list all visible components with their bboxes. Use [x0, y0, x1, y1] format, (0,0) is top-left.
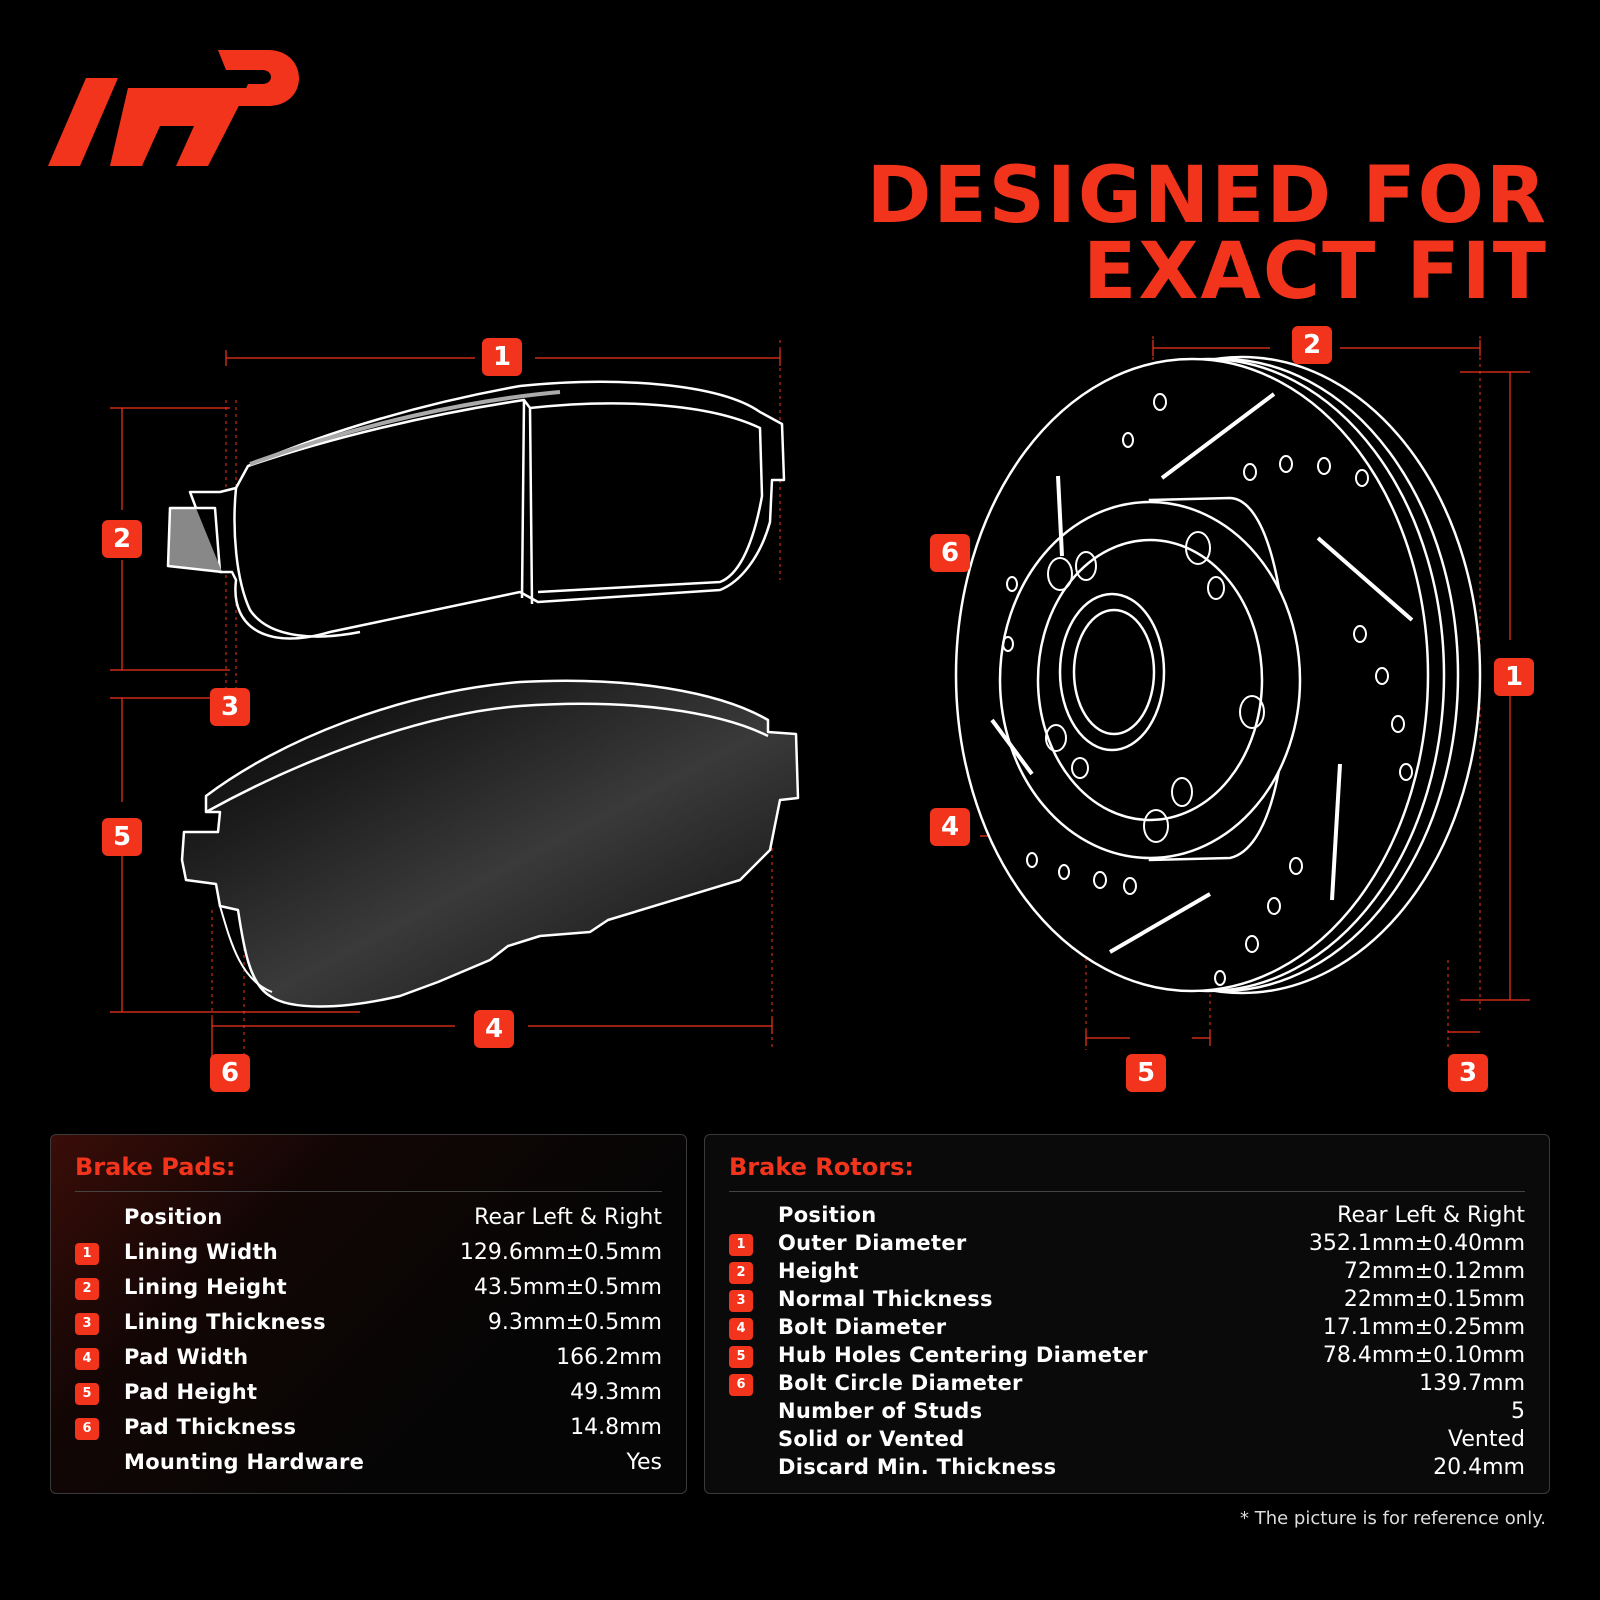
row-number-badge: 4	[75, 1348, 99, 1370]
row-value: Vented	[1448, 1427, 1525, 1452]
table-row: 6 Pad Thickness 14.8mm	[75, 1415, 662, 1445]
callout-badge: 3	[210, 688, 250, 726]
table-row: Mounting Hardware Yes	[75, 1450, 662, 1480]
table-row: 5 Hub Holes Centering Diameter 78.4mm±0.10…	[729, 1343, 1525, 1373]
row-label: Discard Min. Thickness	[778, 1455, 1057, 1479]
table-row: 4 Bolt Diameter 17.1mm±0.25mm	[729, 1315, 1525, 1345]
table-row: Number of Studs 5	[729, 1399, 1525, 1429]
brake-rotors-title: Brake Rotors:	[729, 1153, 914, 1181]
row-label: Hub Holes Centering Diameter	[778, 1343, 1148, 1367]
row-value: Rear Left & Right	[1337, 1203, 1525, 1228]
row-number-badge: 1	[75, 1243, 99, 1265]
row-label: Lining Height	[124, 1275, 287, 1299]
row-value: 78.4mm±0.10mm	[1322, 1343, 1525, 1368]
table-row: 6 Bolt Circle Diameter 139.7mm	[729, 1371, 1525, 1401]
row-value: 166.2mm	[556, 1345, 662, 1370]
table-row: Position Rear Left & Right	[75, 1205, 662, 1235]
row-value: 17.1mm±0.25mm	[1322, 1315, 1525, 1340]
brake-pads-drawing	[110, 340, 800, 1060]
row-number-badge: 3	[729, 1290, 753, 1312]
row-value: Yes	[626, 1450, 662, 1475]
row-number-badge: 5	[729, 1346, 753, 1368]
brake-rotors-panel: Brake Rotors: Position Rear Left & Right 1…	[704, 1134, 1550, 1494]
row-label: Bolt Circle Diameter	[778, 1371, 1023, 1395]
callout-badge: 5	[1126, 1054, 1166, 1092]
row-label: Normal Thickness	[778, 1287, 993, 1311]
row-value: 72mm±0.12mm	[1343, 1259, 1525, 1284]
row-number-badge: 2	[729, 1262, 753, 1284]
headline-line-1: DESIGNED FOR	[866, 151, 1548, 241]
callout-badge: 6	[210, 1054, 250, 1092]
row-label: Number of Studs	[778, 1399, 983, 1423]
row-value: 20.4mm	[1433, 1455, 1525, 1480]
row-number-badge: 5	[75, 1383, 99, 1405]
row-label: Height	[778, 1259, 859, 1283]
row-number-badge: 6	[729, 1374, 753, 1396]
callout-badge: 2	[102, 520, 142, 558]
row-number-badge: 3	[75, 1313, 99, 1335]
row-label: Mounting Hardware	[124, 1450, 365, 1474]
brand-logo	[48, 50, 300, 166]
headline-line-2: EXACT FIT	[1083, 227, 1548, 317]
row-number-badge: 2	[75, 1278, 99, 1300]
row-label: Position	[778, 1203, 877, 1227]
footnote: * The picture is for reference only.	[1240, 1508, 1546, 1529]
table-row: Discard Min. Thickness 20.4mm	[729, 1455, 1525, 1485]
callout-badge: 5	[102, 818, 142, 856]
divider	[75, 1191, 662, 1192]
callout-badge: 2	[1292, 326, 1332, 364]
row-value: 139.7mm	[1419, 1371, 1525, 1396]
row-value: 352.1mm±0.40mm	[1308, 1231, 1525, 1256]
row-label: Solid or Vented	[778, 1427, 965, 1451]
table-row: 3 Lining Thickness 9.3mm±0.5mm	[75, 1310, 662, 1340]
divider	[729, 1191, 1525, 1192]
row-label: Bolt Diameter	[778, 1315, 947, 1339]
row-value: 14.8mm	[570, 1415, 662, 1440]
row-number-badge: 4	[729, 1318, 753, 1340]
row-value: 129.6mm±0.5mm	[459, 1240, 662, 1265]
brake-pads-title: Brake Pads:	[75, 1153, 236, 1181]
row-value: 43.5mm±0.5mm	[473, 1275, 662, 1300]
row-label: Pad Height	[124, 1380, 258, 1404]
brake-rotor-drawing	[954, 336, 1530, 1050]
callout-badge: 1	[1494, 658, 1534, 696]
table-row: Position Rear Left & Right	[729, 1203, 1525, 1233]
row-label: Outer Diameter	[778, 1231, 967, 1255]
row-label: Pad Width	[124, 1345, 249, 1369]
row-value: 22mm±0.15mm	[1343, 1287, 1525, 1312]
row-label: Lining Width	[124, 1240, 279, 1264]
row-value: Rear Left & Right	[474, 1205, 662, 1230]
callout-badge: 1	[482, 338, 522, 376]
table-row: Solid or Vented Vented	[729, 1427, 1525, 1457]
row-label: Lining Thickness	[124, 1310, 326, 1334]
row-label: Pad Thickness	[124, 1415, 297, 1439]
row-value: 49.3mm	[570, 1380, 662, 1405]
table-row: 2 Lining Height 43.5mm±0.5mm	[75, 1275, 662, 1305]
callout-badge: 6	[930, 534, 970, 572]
callout-badge: 3	[1448, 1054, 1488, 1092]
row-value: 5	[1511, 1399, 1525, 1424]
table-row: 1 Lining Width 129.6mm±0.5mm	[75, 1240, 662, 1270]
callout-badge: 4	[930, 808, 970, 846]
row-number-badge: 6	[75, 1418, 99, 1440]
callout-badge: 4	[474, 1010, 514, 1048]
row-label: Position	[124, 1205, 223, 1229]
table-row: 5 Pad Height 49.3mm	[75, 1380, 662, 1410]
row-value: 9.3mm±0.5mm	[487, 1310, 662, 1335]
table-row: 4 Pad Width 166.2mm	[75, 1345, 662, 1375]
table-row: 1 Outer Diameter 352.1mm±0.40mm	[729, 1231, 1525, 1261]
headline: DESIGNED FOR EXACT FIT	[866, 151, 1548, 317]
table-row: 3 Normal Thickness 22mm±0.15mm	[729, 1287, 1525, 1317]
table-row: 2 Height 72mm±0.12mm	[729, 1259, 1525, 1289]
row-number-badge: 1	[729, 1234, 753, 1256]
